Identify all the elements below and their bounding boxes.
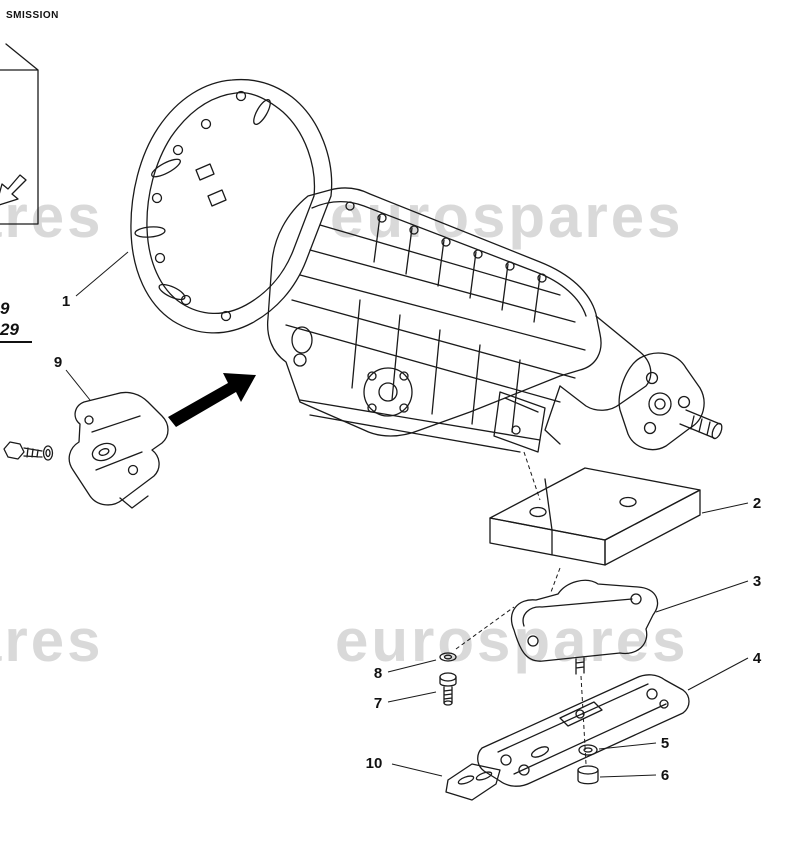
- watermark-text: eurospares: [0, 607, 104, 674]
- washer-part8: [439, 652, 457, 662]
- page-ref-numbers: 9 29: [0, 298, 36, 343]
- retainer-plate: [445, 763, 501, 801]
- legend-box: [0, 43, 39, 225]
- callout-4: 4: [753, 650, 762, 667]
- nut-part6: [577, 765, 599, 785]
- callout-1: 1: [62, 293, 70, 310]
- page-title-fragment: SMISSION: [6, 10, 59, 21]
- callout-7: 7: [374, 695, 382, 712]
- ref-underline: [0, 341, 32, 343]
- transmission-mount: [510, 579, 659, 675]
- callout-10: 10: [366, 755, 383, 772]
- callout-5: 5: [661, 735, 669, 752]
- callout-2: 2: [753, 495, 761, 512]
- watermark-text: eurospares: [0, 183, 104, 250]
- callout-6: 6: [661, 767, 669, 784]
- callout-9: 9: [54, 354, 62, 371]
- bell-housing: [130, 78, 333, 334]
- callout-leader-lines: [65, 251, 749, 778]
- selector-bracket: [68, 391, 169, 509]
- washer-part5: [578, 744, 598, 756]
- callout-3: 3: [753, 573, 761, 590]
- bolt-part7: [439, 672, 457, 706]
- pointer-arrow: [168, 373, 256, 427]
- watermark-text: eurospares: [335, 607, 689, 674]
- callout-8: 8: [374, 665, 382, 682]
- watermark-text: eurospares: [330, 183, 684, 250]
- crossmember: [477, 674, 690, 787]
- bracket-washer: [42, 445, 54, 461]
- page-ref-line2: 29: [0, 320, 19, 339]
- bracket-bolt: [3, 441, 43, 460]
- callout-numbers: 1 9 2 3 4 5 6 7 8 10: [54, 293, 762, 784]
- page-ref-line1: 9: [0, 299, 10, 318]
- transmission-case: [266, 187, 602, 453]
- direction-arrow-icon: [0, 174, 27, 206]
- tail-output-flange: [559, 315, 723, 451]
- assembly-dashed-lines: [455, 451, 587, 765]
- mount-spacer-block: [489, 467, 701, 566]
